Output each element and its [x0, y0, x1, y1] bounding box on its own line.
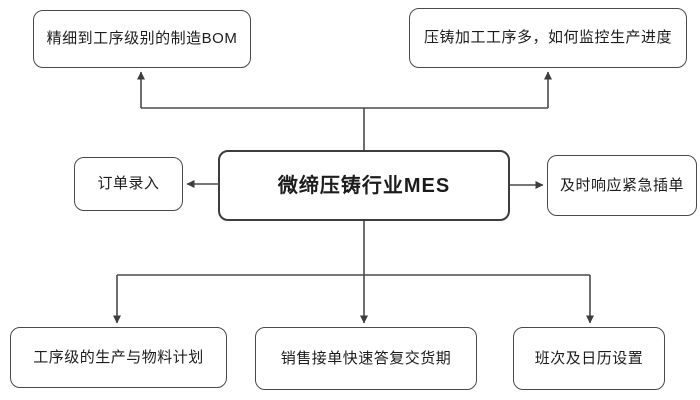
node-delivery-reply: 销售接单快速答复交货期 — [255, 327, 477, 390]
node-order-entry: 订单录入 — [74, 157, 183, 211]
node-monitor-progress: 压铸加工工序多，如何监控生产进度 — [409, 8, 687, 68]
node-label: 压铸加工工序多，如何监控生产进度 — [423, 29, 672, 46]
node-shift-calendar: 班次及日历设置 — [513, 327, 665, 390]
node-urgent-insert-order: 及时响应紧急插单 — [547, 155, 697, 216]
node-label: 及时响应紧急插单 — [559, 176, 684, 194]
node-center-mes: 微缔压铸行业MES — [218, 150, 510, 221]
node-label: 精细到工序级别的制造BOM — [46, 30, 238, 47]
node-manufacturing-bom: 精细到工序级别的制造BOM — [33, 10, 251, 68]
node-label: 工序级的生产与物料计划 — [33, 348, 204, 366]
node-label: 销售接单快速答复交货期 — [280, 349, 452, 367]
center-node-label: 微缔压铸行业MES — [277, 174, 451, 197]
node-label: 订单录入 — [97, 175, 160, 192]
node-label: 班次及日历设置 — [534, 349, 644, 367]
node-production-material-plan: 工序级的生产与物料计划 — [10, 327, 227, 388]
